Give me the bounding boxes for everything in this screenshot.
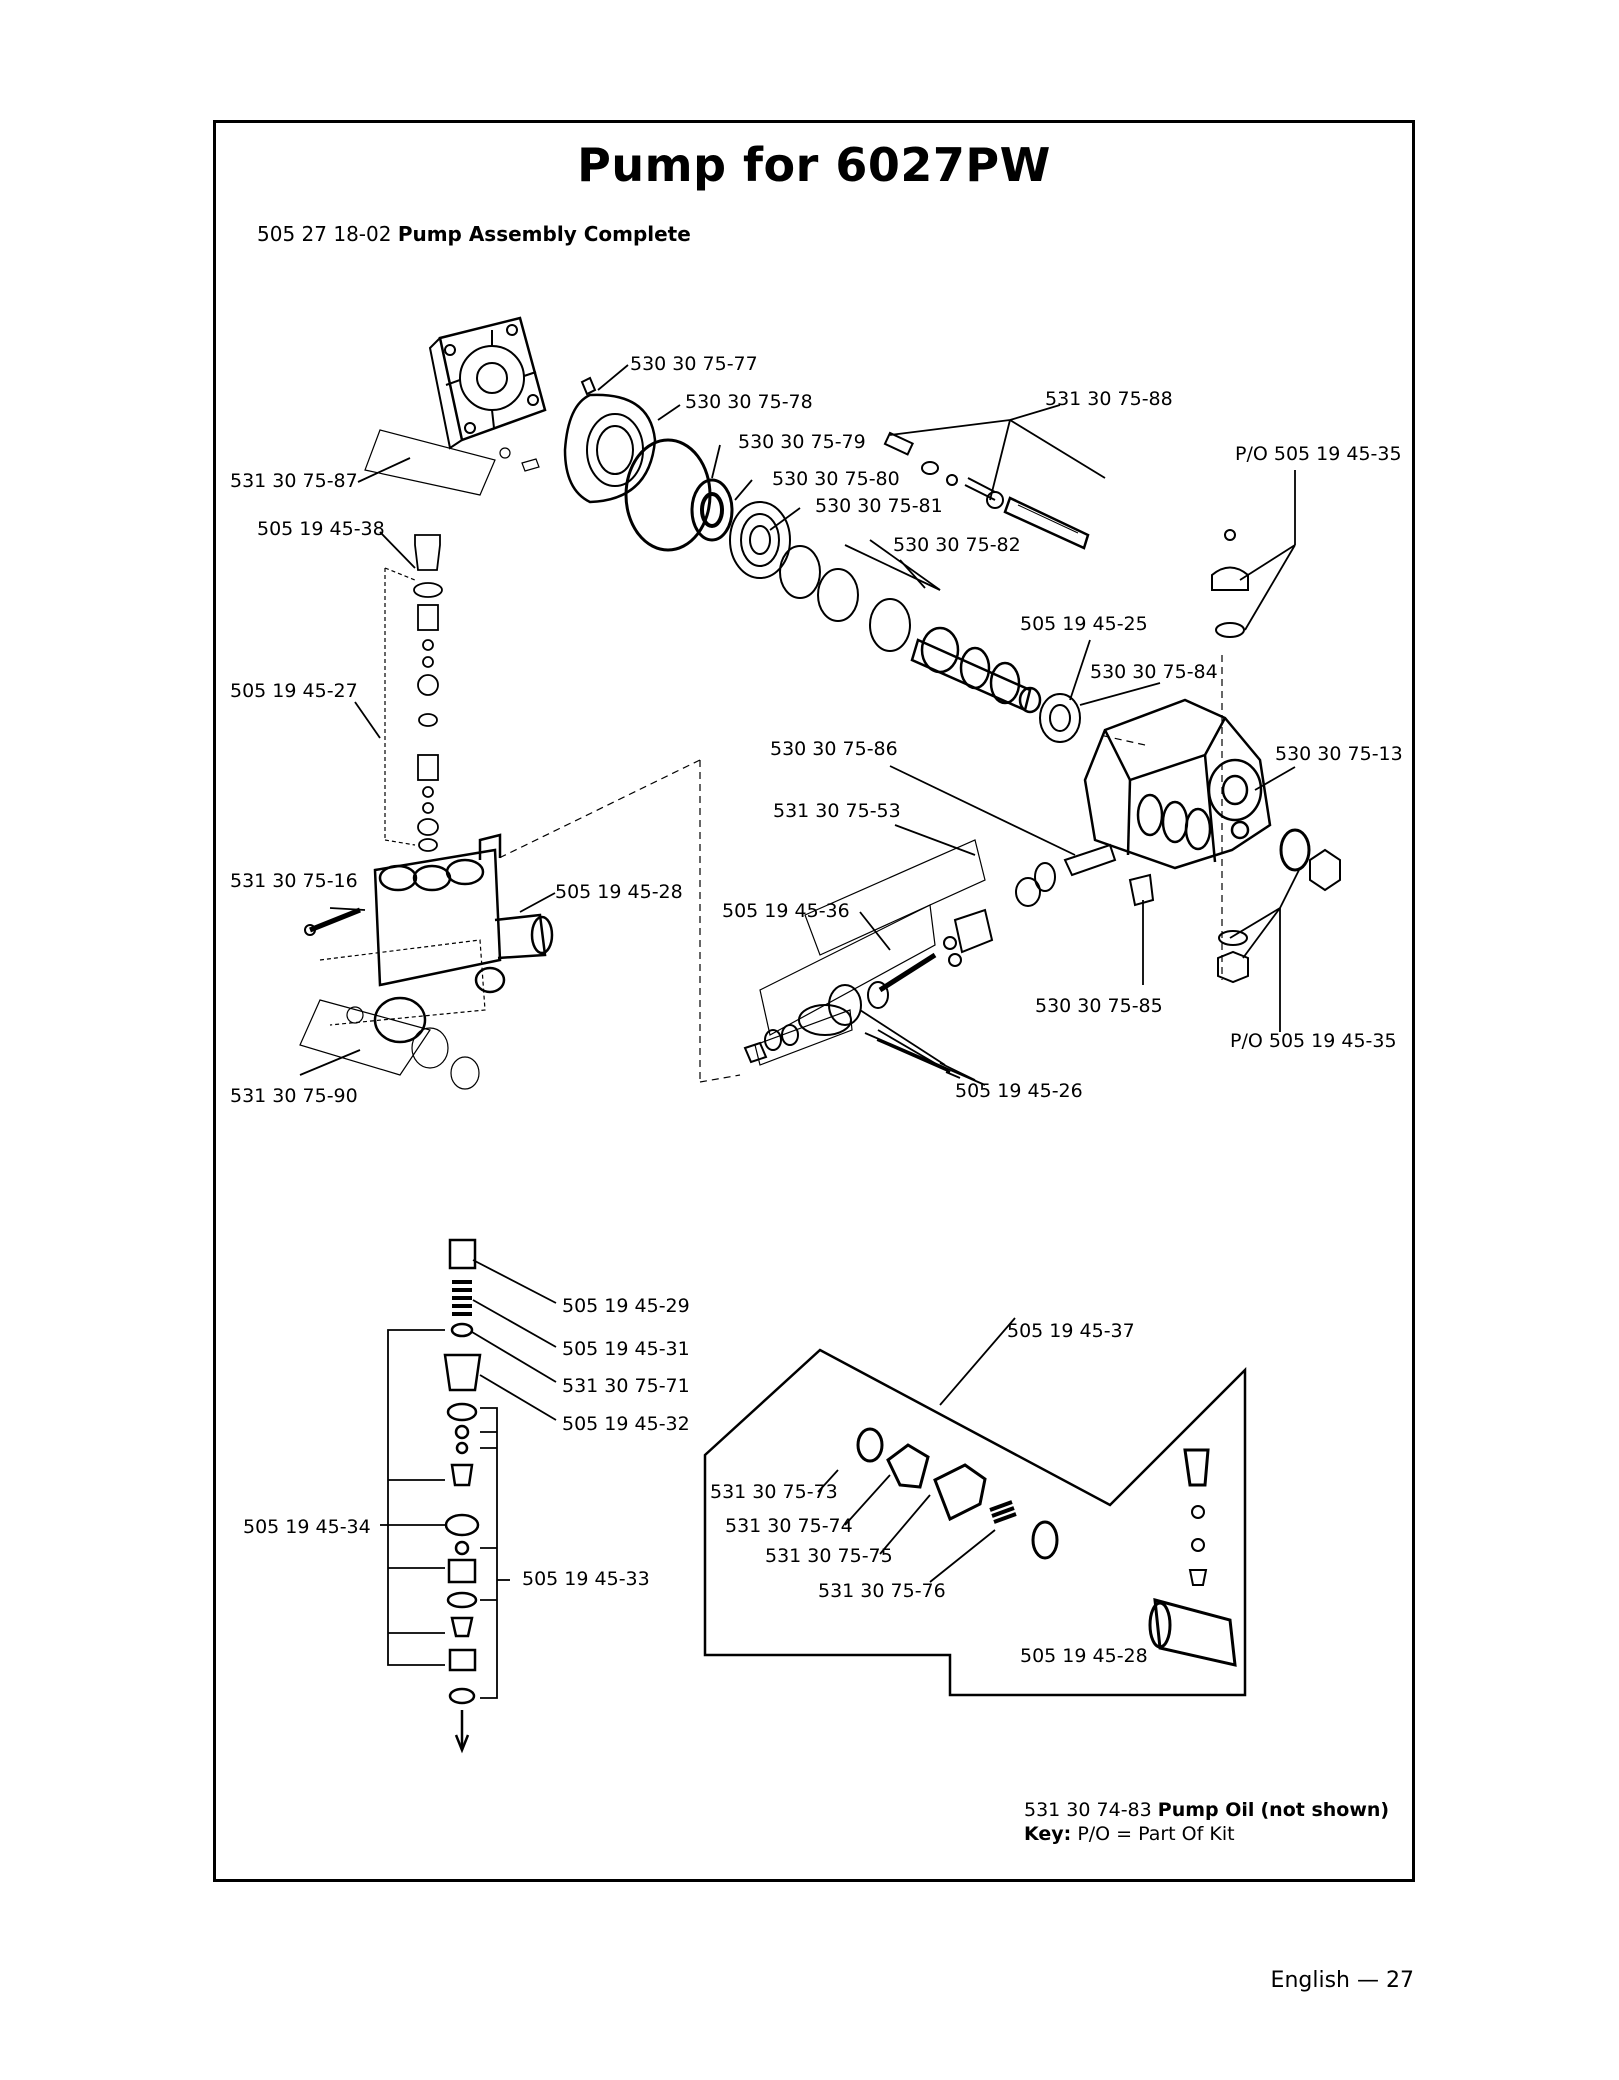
part-label: 530 30 75-81 bbox=[815, 495, 943, 517]
seal-kit-hatch bbox=[754, 839, 986, 1066]
part-label: 505 19 45-38 bbox=[257, 518, 385, 540]
shims bbox=[779, 545, 911, 652]
page-frame bbox=[213, 120, 1415, 1882]
drain-plug-seal bbox=[1279, 828, 1341, 892]
footer-dash: — bbox=[1357, 1968, 1379, 1993]
crankshaft bbox=[910, 626, 1042, 714]
oil-gauge-gasket bbox=[1003, 496, 1090, 550]
chemical-injector-parts bbox=[856, 1427, 1059, 1560]
part-label: 531 30 75-90 bbox=[230, 1085, 358, 1107]
shim-bracket bbox=[844, 544, 941, 591]
part-label: P/O 505 19 45-35 bbox=[1235, 443, 1402, 465]
back-cover-plate bbox=[428, 316, 547, 450]
part-label: 530 30 75-80 bbox=[772, 468, 900, 490]
valve-stack-brackets bbox=[380, 1329, 510, 1699]
pump-oil-part-no: 531 30 74-83 bbox=[1024, 1799, 1152, 1821]
pump-manifold bbox=[373, 833, 554, 994]
page-number: 27 bbox=[1386, 1968, 1414, 1993]
oil-drain-plug bbox=[1217, 930, 1249, 984]
main-bearing bbox=[729, 501, 791, 579]
nozzle-inset-box bbox=[703, 1348, 1247, 1697]
oil-fill-plug bbox=[1211, 529, 1249, 638]
valve-stack-bracket bbox=[384, 567, 416, 846]
part-label: 505 19 45-33 bbox=[522, 1568, 650, 1590]
part-label: 530 30 75-85 bbox=[1035, 995, 1163, 1017]
part-label: 505 19 45-37 bbox=[1007, 1320, 1135, 1342]
plunger-guide bbox=[743, 843, 1155, 1064]
part-label: 505 19 45-27 bbox=[230, 680, 358, 702]
page-title: Pump for 6027PW bbox=[577, 138, 1051, 192]
key-label: Key: bbox=[1024, 1823, 1072, 1845]
part-label: 531 30 75-76 bbox=[818, 1580, 946, 1602]
valve-stack-left bbox=[413, 534, 443, 852]
bearing-flange bbox=[563, 376, 657, 504]
part-label: 505 19 45-34 bbox=[243, 1516, 371, 1538]
seal-ring bbox=[690, 478, 734, 542]
part-label: 530 30 75-84 bbox=[1090, 661, 1218, 683]
key-pin-washer-bolt bbox=[883, 431, 1004, 509]
part-label: P/O 505 19 45-35 bbox=[1230, 1030, 1397, 1052]
part-label: 530 30 75-77 bbox=[630, 353, 758, 375]
unloader-fitting-group bbox=[299, 939, 486, 1090]
part-label: 505 19 45-25 bbox=[1020, 613, 1148, 635]
part-label: 530 30 75-13 bbox=[1275, 743, 1403, 765]
pump-oil-suffix: (not shown) bbox=[1260, 1799, 1390, 1821]
manifold-bolt bbox=[304, 907, 361, 936]
key-text: P/O = Part Of Kit bbox=[1077, 1823, 1235, 1845]
part-label: 531 30 75-75 bbox=[765, 1545, 893, 1567]
part-label: 505 19 45-36 bbox=[722, 900, 850, 922]
pump-oil-note: 531 30 74-83 Pump Oil (not shown) bbox=[1024, 1798, 1389, 1822]
part-label: 505 19 45-28 bbox=[555, 881, 683, 903]
part-label: 530 30 75-78 bbox=[685, 391, 813, 413]
rear-bearing bbox=[1039, 693, 1081, 743]
part-label: 531 30 75-71 bbox=[562, 1375, 690, 1397]
part-label: 530 30 75-86 bbox=[770, 738, 898, 760]
part-label: 505 19 45-28 bbox=[1020, 1645, 1148, 1667]
o-ring-flange bbox=[624, 438, 712, 552]
injector-fitting bbox=[1148, 1448, 1237, 1667]
assembly-part-no: 505 27 18-02 bbox=[257, 222, 392, 246]
footer-language: English bbox=[1270, 1968, 1350, 1993]
part-label: 531 30 75-88 bbox=[1045, 388, 1173, 410]
plate-hatch bbox=[364, 429, 540, 496]
part-label: 530 30 75-82 bbox=[893, 534, 1021, 556]
part-label: 530 30 75-79 bbox=[738, 431, 866, 453]
part-label: 531 30 75-53 bbox=[773, 800, 901, 822]
pump-oil-name: Pump Oil bbox=[1157, 1799, 1255, 1821]
part-label: 531 30 75-16 bbox=[230, 870, 358, 892]
part-label: 505 19 45-29 bbox=[562, 1295, 690, 1317]
assembly-subtitle: 505 27 18-02 Pump Assembly Complete bbox=[257, 222, 691, 246]
leader-lines bbox=[299, 364, 1301, 1583]
part-label: 505 19 45-26 bbox=[955, 1080, 1083, 1102]
crankcase bbox=[1083, 698, 1272, 870]
dashed-guides bbox=[494, 655, 1223, 1083]
unloader-valve-stack bbox=[443, 1238, 482, 1754]
part-label: 505 19 45-32 bbox=[562, 1413, 690, 1435]
assembly-name: Pump Assembly Complete bbox=[397, 222, 691, 246]
part-label: 531 30 75-87 bbox=[230, 470, 358, 492]
part-label: 505 19 45-31 bbox=[562, 1338, 690, 1360]
key-note: Key: P/O = Part Of Kit bbox=[1024, 1822, 1389, 1846]
part-label: 531 30 75-74 bbox=[725, 1515, 853, 1537]
part-label: 531 30 75-73 bbox=[710, 1481, 838, 1503]
notes-block: 531 30 74-83 Pump Oil (not shown) Key: P… bbox=[1024, 1798, 1389, 1846]
page-footer: English — 27 bbox=[1271, 1968, 1414, 1993]
